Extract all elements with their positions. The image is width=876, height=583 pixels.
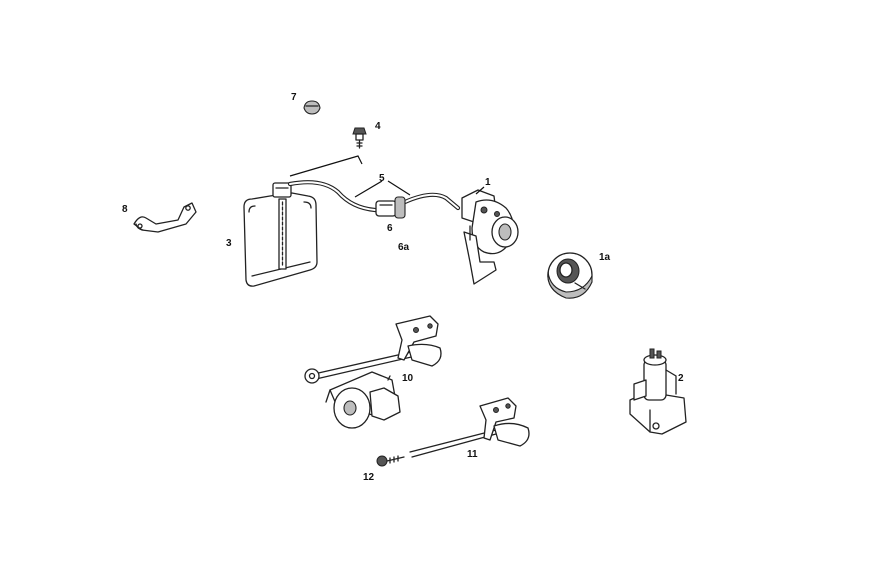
part-12-bolt — [376, 455, 405, 467]
callout-4: 4 — [375, 121, 381, 132]
part-8-bracket — [133, 202, 197, 233]
part-2-pump-motor — [629, 348, 687, 435]
part-5-tubes — [287, 180, 461, 213]
callout-6: 6 — [387, 223, 393, 234]
callout-1a: 1a — [599, 252, 611, 263]
callout-6a: 6a — [398, 242, 410, 253]
part-1a-grommet — [547, 252, 593, 299]
callout-7: 7 — [291, 92, 297, 103]
part-3-reservoir — [243, 155, 363, 287]
callout-12: 12 — [363, 472, 375, 483]
part-1-pump — [461, 186, 519, 285]
callout-5: 5 — [379, 173, 385, 184]
part-11-linkage — [409, 397, 530, 458]
callout-1: 1 — [485, 177, 491, 188]
callout-8: 8 — [122, 204, 128, 215]
callout-2: 2 — [678, 373, 684, 384]
part-4-nozzle — [352, 127, 367, 149]
callout-3: 3 — [226, 238, 232, 249]
part-7-cap — [303, 100, 321, 115]
part-10-motor-linkage — [304, 315, 442, 429]
callout-11: 11 — [467, 449, 478, 460]
part-6-connector — [375, 196, 406, 219]
callout-10: 10 — [402, 373, 414, 384]
